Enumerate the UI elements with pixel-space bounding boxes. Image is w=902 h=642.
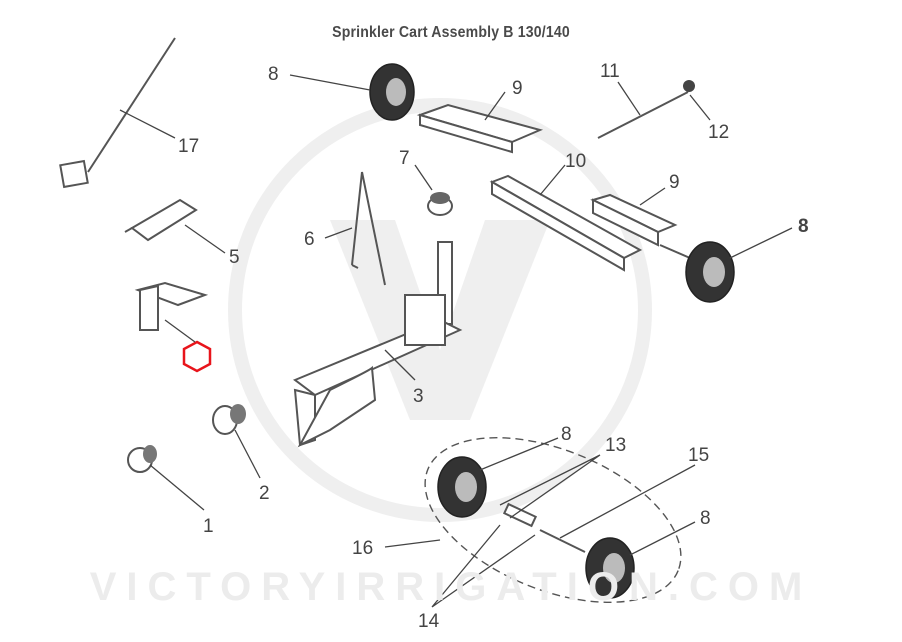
callout-8-bottom[interactable]: 8: [700, 508, 711, 529]
part-10-tube[interactable]: [489, 174, 643, 272]
tube-axle-stub: [659, 244, 691, 259]
callout-16[interactable]: 16: [352, 538, 373, 559]
stake-plate: [59, 159, 89, 189]
leader-line: [629, 521, 696, 556]
callout-8[interactable]: 8: [268, 64, 279, 85]
leader-line: [479, 437, 559, 471]
leader-line: [484, 91, 506, 121]
watermark-bottom: VICTORYIRRIGATION.COM: [90, 565, 813, 609]
callout-7[interactable]: 7: [399, 148, 410, 169]
leader-line: [559, 464, 696, 539]
leader-line: [324, 227, 353, 239]
part-16-axle-assembly[interactable]: [402, 405, 705, 636]
part-4-bracket[interactable]: [134, 281, 209, 331]
highlighted-part-hotspot[interactable]: [182, 340, 212, 373]
tube-side-face: [419, 113, 513, 154]
tube-side-face: [592, 198, 659, 247]
leader-line: [414, 164, 433, 191]
part-8-wheel-right[interactable]: [685, 241, 735, 303]
leader-line: [119, 109, 176, 139]
assembly-axle: [539, 529, 586, 553]
callout-11[interactable]: 11: [600, 61, 620, 82]
cap-top: [430, 192, 450, 204]
part-8-wheel[interactable]: [369, 63, 415, 121]
callout-9[interactable]: 9: [512, 78, 523, 99]
part-17-stake[interactable]: [59, 37, 176, 189]
bracket-tip: [124, 227, 133, 233]
watermark-ring: [228, 98, 652, 522]
leader-line: [164, 319, 196, 343]
bracket-face: [130, 198, 198, 242]
assembly-outline: [424, 437, 682, 603]
part-12-rod-end[interactable]: [683, 80, 695, 92]
leader-line: [639, 187, 666, 206]
callout-9-right[interactable]: 9: [669, 172, 680, 193]
callout-12[interactable]: 12: [708, 122, 729, 143]
leader-line: [384, 349, 416, 381]
part-9-tube-right[interactable]: [590, 193, 691, 259]
callouts: 17 8 9 11 12 7 10 9 6 5 8 3 2 1 8 13 15 …: [178, 61, 809, 632]
callout-17[interactable]: 17: [178, 136, 199, 157]
leader-line: [539, 164, 566, 196]
callout-1[interactable]: 1: [203, 516, 214, 537]
leader-line: [289, 74, 371, 91]
callout-6[interactable]: 6: [304, 229, 315, 250]
watermark-logo: [228, 98, 652, 522]
part-5-bracket[interactable]: [124, 198, 198, 242]
part-3-frame[interactable]: [292, 241, 463, 448]
callout-13[interactable]: 13: [605, 435, 626, 456]
leader-line: [431, 524, 536, 608]
leader-line: [499, 454, 601, 519]
part-9-tube[interactable]: [416, 103, 544, 154]
leader-line: [234, 429, 261, 479]
callout-10[interactable]: 10: [565, 151, 586, 172]
callout-8-bold[interactable]: 8: [798, 216, 809, 237]
assembly-wheel-hub: [603, 553, 625, 583]
stake-rod: [87, 37, 176, 173]
tube-side-face: [491, 180, 625, 272]
part-11-rod[interactable]: [597, 80, 695, 139]
assembly-spacer: [502, 502, 538, 528]
callout-14[interactable]: 14: [418, 611, 440, 632]
leader-line: [617, 81, 641, 116]
part-6-clip[interactable]: [351, 171, 386, 286]
leader-line: [729, 227, 793, 259]
callout-2[interactable]: 2: [259, 483, 270, 504]
callout-3[interactable]: 3: [413, 386, 424, 407]
part-1-coupler[interactable]: [127, 445, 157, 473]
leader-lines: [119, 74, 793, 608]
frame-skid: [297, 365, 377, 448]
wheel-hub: [703, 257, 725, 287]
watermark-v-shape: [330, 220, 550, 420]
diagram-title: Sprinkler Cart Assembly B 130/140: [332, 24, 570, 41]
leader-line: [184, 224, 226, 254]
assembly-wheel-hub: [455, 472, 477, 502]
coupler-end: [230, 404, 246, 424]
leader-line: [689, 94, 711, 121]
wheel-hub: [386, 78, 406, 106]
callout-5[interactable]: 5: [229, 247, 240, 268]
frame-mount: [404, 294, 446, 346]
part-7-cap[interactable]: [427, 192, 453, 216]
bracket-upright: [139, 284, 159, 331]
leader-line: [384, 539, 441, 548]
coupler-end: [143, 445, 157, 463]
rod-shaft: [597, 91, 689, 139]
leader-line: [149, 464, 205, 511]
callout-8-lower[interactable]: 8: [561, 424, 572, 445]
callout-15[interactable]: 15: [688, 445, 709, 466]
part-2-coupler[interactable]: [212, 404, 246, 435]
spring-clip-wire: [351, 171, 386, 286]
